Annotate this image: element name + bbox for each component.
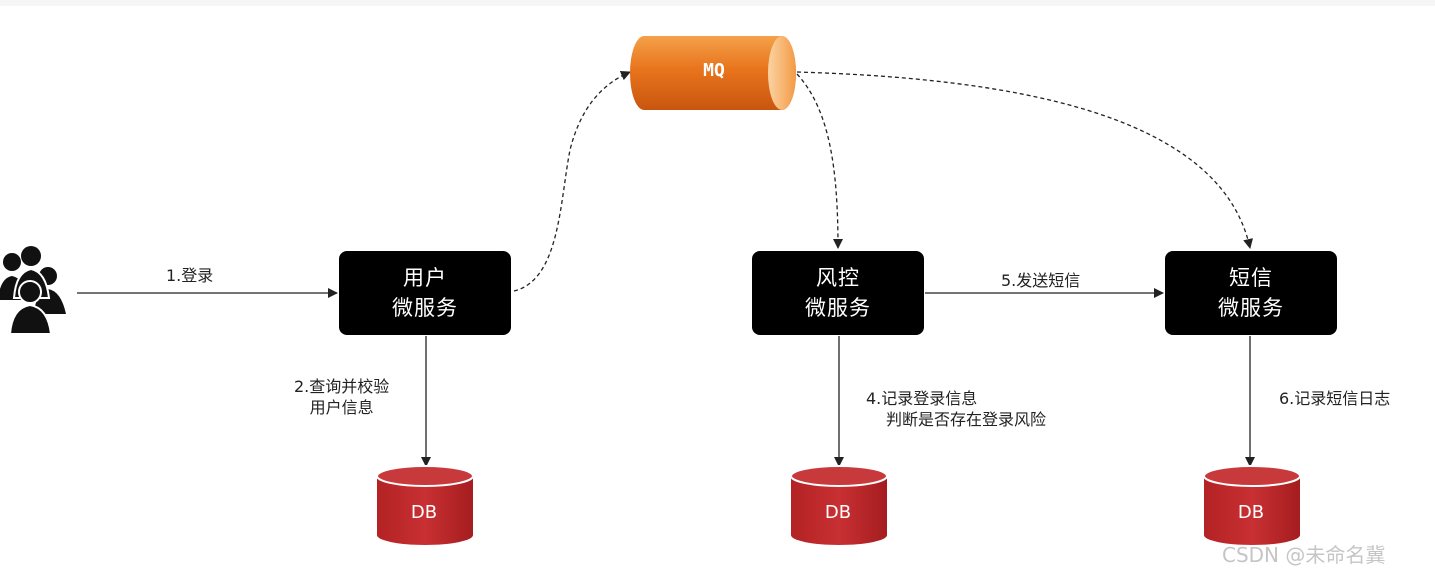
sms-service-box: 短信 微服务 [1165, 251, 1337, 335]
query-verify-line2: 用户信息 [309, 398, 374, 417]
risk-service-box: 风控 微服务 [752, 251, 924, 335]
mq-to-risk-arrow [796, 73, 843, 249]
record-sms-label: 6.记录短信日志 [1279, 389, 1391, 408]
sms-db-label: DB [1237, 502, 1265, 523]
query-verify-line1: 2.查询并校验 [294, 377, 390, 396]
mq-cylinder [630, 36, 796, 110]
record-login-line2: 判断是否存在登录风险 [886, 410, 1047, 429]
mq-to-sms-arrow [796, 71, 1253, 249]
user-service-line2: 微服务 [392, 296, 458, 320]
risk-service-line2: 微服务 [805, 296, 871, 320]
login-label: 1.登录 [166, 266, 214, 285]
users-icon [0, 246, 66, 335]
top-strip [0, 0, 1435, 6]
sms-service-line2: 微服务 [1218, 296, 1284, 320]
sms-service-line1: 短信 [1229, 266, 1273, 290]
send-sms-label: 5.发送短信 [1001, 271, 1081, 290]
mq-label: MQ [703, 60, 725, 81]
watermark: CSDN @未命名冀 [1222, 543, 1386, 567]
db-cylinder-sms [1203, 465, 1301, 545]
risk-db-label: DB [824, 502, 852, 523]
db-cylinder-user [376, 465, 474, 545]
record-login-line1: 4.记录登录信息 [866, 389, 978, 408]
record-login-label: 4.记录登录信息 判断是否存在登录风险 [866, 388, 1046, 430]
risk-service-line1: 风控 [816, 266, 860, 290]
user-to-mq-arrow [513, 70, 631, 292]
query-verify-label: 2.查询并校验 用户信息 [294, 376, 389, 418]
db-cylinder-risk [790, 465, 888, 545]
user-db-label: DB [410, 502, 438, 523]
user-service-line1: 用户 [403, 266, 447, 290]
user-service-box: 用户 微服务 [339, 251, 511, 335]
